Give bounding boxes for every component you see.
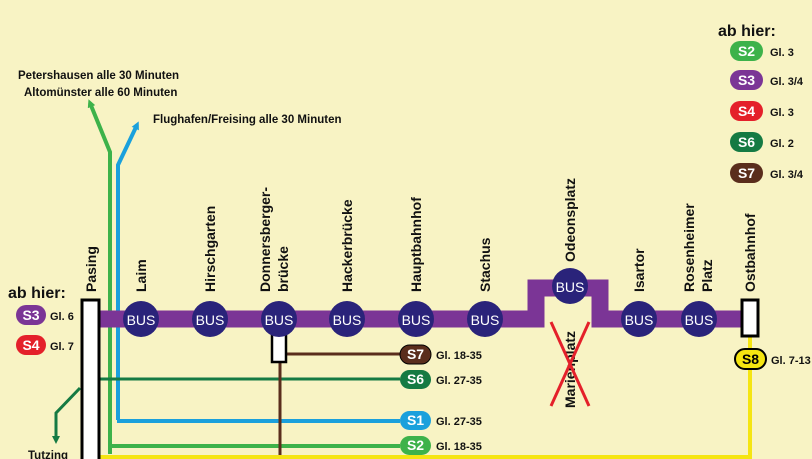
branch-s1-label: S1 [407, 412, 424, 428]
station-name-marienplatz: Marienplatz [562, 331, 578, 408]
station-name-ostbahnhof: Ostbahnhof [742, 213, 758, 292]
right-s7-pill: S7 [730, 163, 763, 183]
station-name-odeonsplatz: Odeonsplatz [562, 178, 578, 262]
branch-s6-track: Gl. 27-35 [436, 375, 482, 387]
station-name-laim: Laim [133, 259, 149, 292]
branch-pills: S7 Gl. 18-35 S6 Gl. 27-35 S1 Gl. 27-35 S… [399, 344, 811, 455]
dest-petershausen: Petershausen alle 30 Minuten [18, 70, 179, 82]
left-s3-label: S3 [22, 307, 39, 323]
bus-label: BUS [196, 312, 225, 328]
station-name-donnersbergerbruecke: Donnersberger- brücke [257, 183, 291, 292]
bus-stops: BUS BUS BUS BUS BUS BUS BUS BUS [123, 268, 717, 337]
right-panel-title: ab hier: [718, 23, 776, 40]
right-s6-track: Gl. 2 [770, 138, 794, 150]
branch-s2-pill: S2 [400, 436, 431, 455]
branch-s1-track: Gl. 27-35 [436, 416, 482, 428]
s1-north-branch [116, 121, 139, 420]
station-names: Pasing Laim Hirschgarten Donnersberger- … [83, 178, 758, 408]
branch-s7-pill: S7 [399, 344, 432, 365]
station-name-donnersberger-line2: brücke [275, 246, 291, 292]
left-s4-label: S4 [22, 337, 39, 353]
branch-s8-track: Gl. 7-13 [771, 355, 811, 367]
station-name-rosenheimer-platz: Rosenheimer Platz [681, 199, 715, 292]
dest-tutzing: Tutzing [28, 450, 68, 459]
bus-stop-rosenheimer-platz: BUS [681, 301, 717, 337]
bus-label: BUS [265, 312, 294, 328]
station-name-stachus: Stachus [477, 237, 493, 292]
bus-stop-isartor: BUS [621, 301, 657, 337]
ostbahnhof-station-block [740, 298, 760, 338]
right-s7-track: Gl. 3/4 [770, 169, 804, 181]
donnersberger-station-block [270, 332, 288, 364]
branch-s8-pill: S8 [734, 348, 767, 370]
branch-lines [52, 99, 752, 459]
s8-line [96, 370, 752, 459]
branch-s8-label: S8 [742, 351, 759, 367]
bus-stop-stachus: BUS [467, 301, 503, 337]
bus-stop-donnersbergerbruecke: BUS [261, 301, 297, 337]
s2-north-branch [87, 99, 112, 454]
left-panel: ab hier: S3 Gl. 6 S4 Gl. 7 [8, 285, 74, 355]
bus-stop-hackerbruecke: BUS [329, 301, 365, 337]
branch-s6-pill: S6 [400, 370, 431, 389]
station-name-isartor: Isartor [631, 248, 647, 292]
bus-label: BUS [333, 312, 362, 328]
bus-stop-odeonsplatz: BUS [552, 268, 588, 304]
right-s4-track: Gl. 3 [770, 107, 794, 119]
bus-stop-hirschgarten: BUS [192, 301, 228, 337]
bus-label: BUS [471, 312, 500, 328]
station-name-donnersberger-line1: Donnersberger- [257, 187, 273, 292]
station-name-rosenheimer-line2: Platz [699, 259, 715, 292]
dest-flughafen: Flughafen/Freising alle 30 Minuten [153, 114, 342, 126]
station-name-hirschgarten: Hirschgarten [202, 206, 218, 292]
branch-s7-track: Gl. 18-35 [436, 350, 482, 362]
bus-label: BUS [127, 312, 156, 328]
station-name-hauptbahnhof: Hauptbahnhof [408, 197, 424, 292]
right-s7-label: S7 [738, 165, 755, 181]
right-s3-track: Gl. 3/4 [770, 76, 804, 88]
right-s6-label: S6 [738, 134, 755, 150]
right-s3-pill: S3 [730, 70, 763, 90]
pasing-station-block [80, 298, 101, 459]
closed-marienplatz-cross [549, 321, 591, 407]
destinations: Petershausen alle 30 Minuten Altomünster… [18, 70, 342, 459]
branch-s2-label: S2 [407, 437, 424, 453]
bus-label: BUS [625, 312, 654, 328]
branch-s7-label: S7 [407, 346, 424, 362]
bus-label: BUS [685, 312, 714, 328]
branch-s2-track: Gl. 18-35 [436, 441, 482, 453]
station-name-pasing: Pasing [83, 246, 99, 292]
bus-label: BUS [556, 279, 585, 295]
left-s3-track: Gl. 6 [50, 311, 74, 323]
dest-altomuenster: Altomünster alle 60 Minuten [24, 87, 177, 99]
right-s2-pill: S2 [730, 41, 763, 61]
right-s2-label: S2 [738, 43, 755, 59]
right-s4-label: S4 [738, 103, 755, 119]
branch-s1-pill: S1 [400, 411, 431, 430]
right-s3-label: S3 [738, 72, 755, 88]
bus-stop-hauptbahnhof: BUS [398, 301, 434, 337]
right-s6-pill: S6 [730, 132, 763, 152]
right-s2-track: Gl. 3 [770, 47, 794, 59]
tutzing-branch [52, 386, 82, 444]
left-panel-title: ab hier: [8, 285, 66, 302]
branch-s6-label: S6 [407, 371, 424, 387]
right-panel: ab hier: S2 Gl. 3 S3 Gl. 3/4 S4 Gl. 3 S6… [718, 23, 804, 183]
bus-stop-laim: BUS [123, 301, 159, 337]
left-s3-pill: S3 [16, 305, 46, 325]
left-s4-track: Gl. 7 [50, 341, 74, 353]
station-name-rosenheimer-line1: Rosenheimer [681, 203, 697, 292]
left-s4-pill: S4 [16, 335, 46, 355]
station-name-hackerbruecke: Hackerbrücke [339, 199, 355, 292]
bus-label: BUS [402, 312, 431, 328]
right-s4-pill: S4 [730, 101, 763, 121]
